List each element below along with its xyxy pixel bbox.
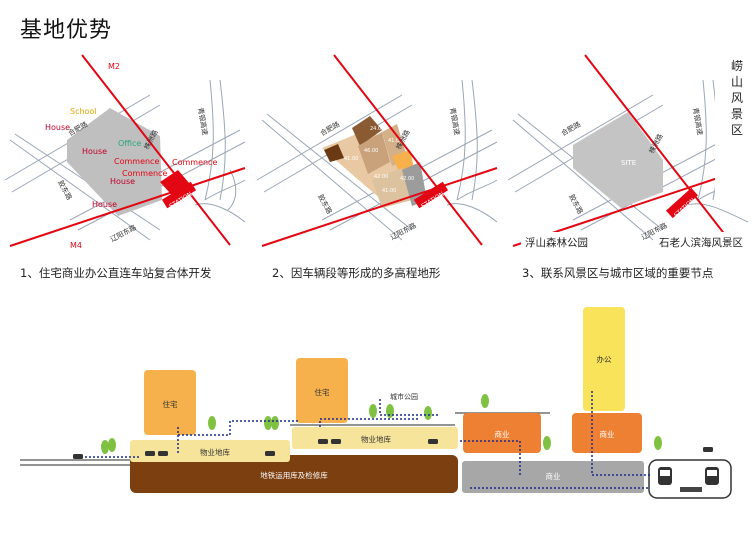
circulation-paths <box>85 391 650 489</box>
road-label: 青银高速 <box>448 107 462 136</box>
residential-label: 住宅 <box>163 399 178 409</box>
office-label: Office <box>118 139 141 148</box>
train-icon <box>705 467 719 485</box>
laoshan-label: 崂山风景区 <box>731 59 743 137</box>
site-area <box>67 108 162 216</box>
house-label: House <box>110 177 135 186</box>
terrain-block <box>358 132 390 174</box>
road-label: 胶东路 <box>567 193 585 216</box>
school-label: School <box>70 107 97 116</box>
m2-label: M2 <box>108 62 120 71</box>
tree-icons <box>101 394 662 454</box>
commence-label: Commence <box>172 158 217 167</box>
terrain-block <box>324 144 344 162</box>
station-badge <box>666 187 698 219</box>
terrain-block <box>402 162 427 206</box>
commercial-label: 商业 <box>600 429 615 439</box>
metro-line <box>261 167 498 247</box>
map-elevation: 24.00 46.00 41.00 41.00 42.00 41.00 42.0… <box>256 54 498 247</box>
elevation-label: 46.00 <box>364 148 378 154</box>
commercial-block <box>572 413 642 453</box>
office-label: 办公 <box>597 354 612 364</box>
office-block <box>583 307 625 411</box>
train-icon <box>658 467 672 485</box>
road-label: 青银高速 <box>691 107 705 136</box>
label-backdrop <box>715 52 753 202</box>
garage-label: 物业地库 <box>200 447 230 457</box>
metro-line <box>584 54 734 246</box>
garage-block <box>130 440 290 462</box>
metro-line-m2 <box>81 54 231 246</box>
shilaoren-label: 石老人滨海风景区 <box>659 236 743 249</box>
site-label: SITE <box>621 159 636 167</box>
road-label: 胶东路 <box>316 193 334 216</box>
m4-label: M4 <box>70 241 82 250</box>
car-icons <box>73 439 713 459</box>
metro-station-box <box>648 459 732 499</box>
elevation-label: 24.00 <box>370 126 384 132</box>
metro-line <box>333 54 483 246</box>
map-residential-commercial: STATION M2 M4 School House House House H… <box>4 54 246 250</box>
road-label: 辽阳东路 <box>109 223 138 244</box>
elevation-label: 42.00 <box>400 176 414 182</box>
residential-label: 住宅 <box>315 387 330 397</box>
caption-map-2: 2、因车辆段等形成的多高程地形 <box>272 266 441 280</box>
road-label: 合肥路 <box>560 119 583 137</box>
commercial-block <box>463 413 541 453</box>
elevation-label: 41.00 <box>388 138 402 144</box>
city-park-label: 城市公园 <box>390 392 418 401</box>
fushan-label: 浮山森林公园 <box>525 236 588 249</box>
road-label: 辽阳东路 <box>389 221 418 242</box>
station-badge <box>161 181 197 209</box>
elevation-label: 42.00 <box>374 174 388 180</box>
commence-label: Commence <box>114 157 159 166</box>
elevation-label: 41.00 <box>344 156 358 162</box>
caption-map-1: 1、住宅商业办公直连车站复合体开发 <box>20 266 212 280</box>
residential-block <box>296 358 348 423</box>
site-area <box>573 112 663 208</box>
elevation-label: 41.00 <box>382 188 396 194</box>
caption-map-3: 3、联系风景区与城市区域的重要节点 <box>522 266 714 280</box>
residential-block <box>144 370 196 435</box>
commercial-lower-block <box>462 461 644 493</box>
road-label: 合肥路 <box>319 119 342 137</box>
metro-depot-block <box>130 455 458 493</box>
commence-label: Commence <box>122 169 167 178</box>
house-label: House <box>45 123 70 132</box>
metro-line-m4 <box>9 167 246 247</box>
commercial-label: 商业 <box>495 429 510 439</box>
road-label: 胶东路 <box>56 179 74 202</box>
garage-label: 物业地库 <box>361 434 391 444</box>
map-scenic-node: SITE STATION 合肥路 株洲路 青银高速 胶东路 辽阳东路 崂山风景区… <box>507 52 753 250</box>
house-label: House <box>82 147 107 156</box>
platform <box>680 487 702 492</box>
house-label: House <box>92 200 117 209</box>
metro-depot-label: 地铁运用库及检修库 <box>260 470 328 480</box>
road-label: 青银高速 <box>196 107 210 136</box>
label-backdrop <box>655 232 753 250</box>
commercial-label: 商业 <box>546 471 561 481</box>
page-title: 基地优势 <box>20 18 113 43</box>
label-backdrop <box>521 232 603 250</box>
terrain-block <box>372 168 412 208</box>
terrain-block <box>352 116 382 146</box>
station-badge <box>413 181 449 209</box>
section-diagram: 地铁运用库及检修库 物业地库 物业地库 住宅 住宅 城市公园 商业 商业 商业 … <box>20 307 732 499</box>
